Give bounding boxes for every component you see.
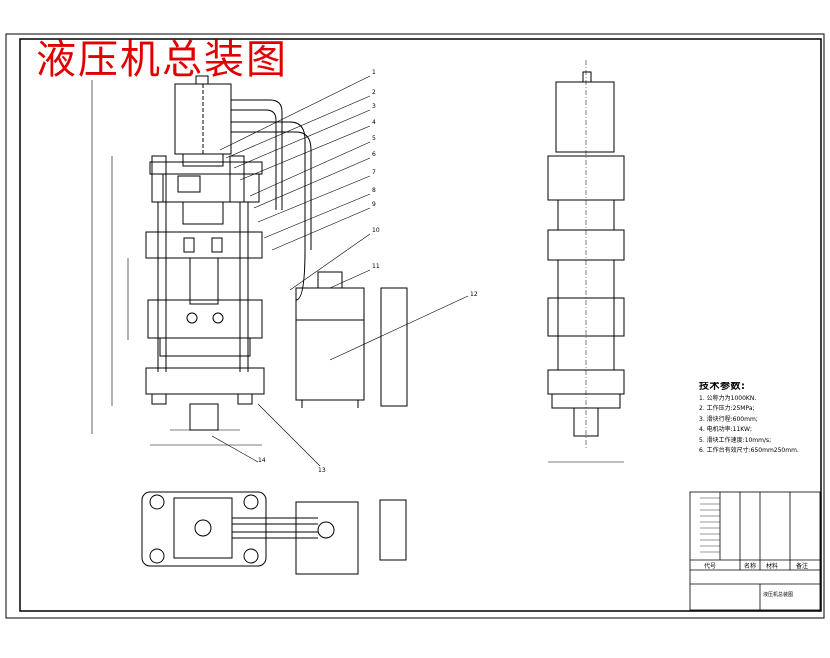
part-label-9: 9: [372, 201, 376, 208]
part-label-10: 10: [372, 227, 380, 234]
side-view: [547, 60, 625, 463]
tech-param-4: 4. 电机功率:11KW;: [699, 426, 752, 433]
tech-param-6: 6. 工作台有效尺寸:650mm250mm.: [699, 447, 799, 454]
title-block-material: 材料: [766, 562, 778, 570]
part-label-4: 4: [372, 119, 376, 126]
part-label-3: 3: [372, 103, 376, 110]
part-label-11: 11: [372, 263, 380, 270]
tech-param-5: 5. 滑块工作速度:10mm/s;: [699, 436, 772, 444]
tech-param-2: 2. 工作压力:25MPa;: [699, 405, 755, 412]
title-block-code: 代号: [704, 562, 716, 570]
tech-params-heading: 技术参数:: [699, 382, 746, 392]
part-label-12: 12: [470, 291, 478, 298]
outer-frame: [5, 33, 825, 619]
technical-parameters: 技术参数: 1. 公称力为1000KN. 2. 工作压力:25MPa; 3. 滑…: [699, 382, 821, 457]
drawing-title: 液压机总装图: [36, 37, 288, 83]
part-label-14: 14: [258, 457, 266, 464]
plan-view: [141, 491, 407, 575]
part-label-5: 5: [372, 135, 376, 142]
inner-frame: [19, 38, 822, 612]
part-label-7: 7: [372, 169, 376, 176]
part-label-8: 8: [372, 187, 376, 194]
oil-tank: [295, 271, 408, 408]
part-number-labels: 1 2 3 4 5 6 7 8 9 10 11 12 13 14: [258, 69, 478, 474]
part-label-6: 6: [372, 151, 376, 158]
part-label-2: 2: [372, 89, 376, 96]
part-label-13: 13: [318, 467, 326, 474]
front-view: [91, 75, 321, 467]
tech-param-1: 1. 公称力为1000KN.: [699, 394, 757, 402]
tech-param-3: 3. 滑块行程:600mm;: [699, 415, 758, 423]
leader-lines: [219, 75, 469, 361]
title-block-name: 名称: [744, 562, 756, 570]
part-label-1: 1: [372, 69, 376, 76]
title-block: [689, 491, 821, 611]
title-block-remark: 备注: [796, 562, 808, 570]
title-block-text: 代号 名称 材料 备注 液压机总装图: [704, 562, 808, 598]
title-block-drawing-name: 液压机总装图: [763, 591, 793, 598]
